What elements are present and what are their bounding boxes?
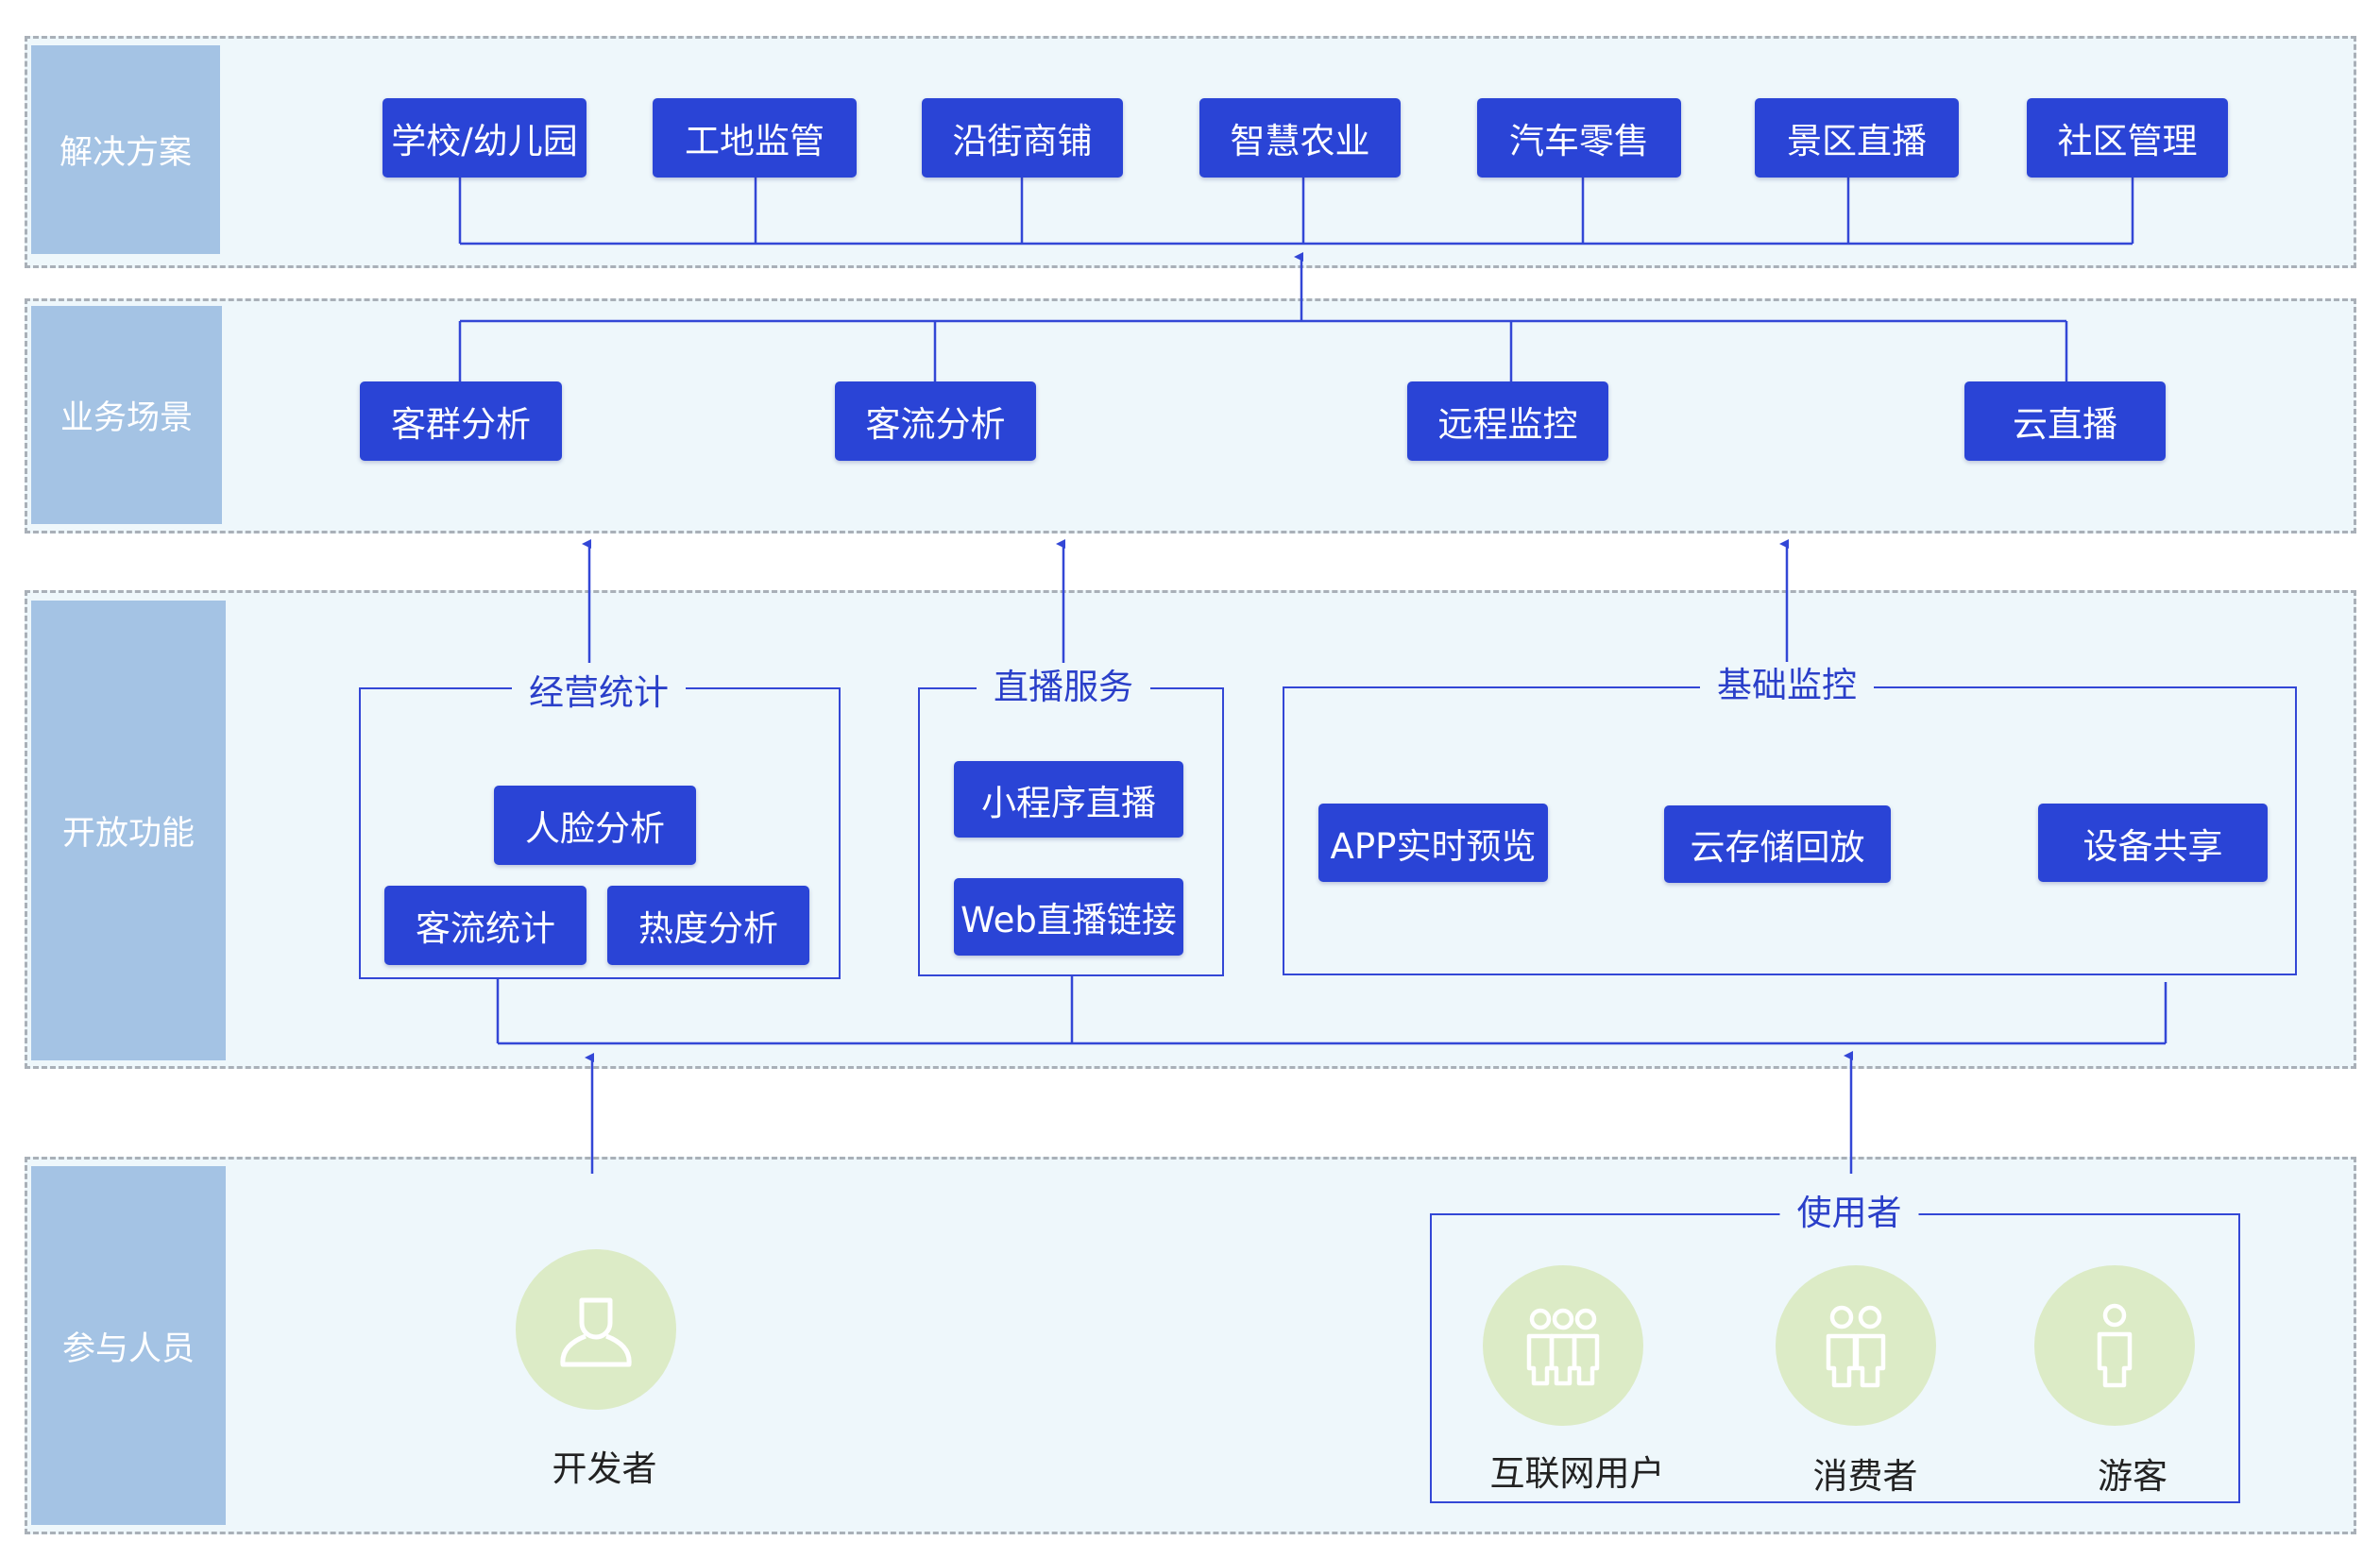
solution-auto-retail[interactable]: 汽车零售 <box>1477 98 1681 178</box>
group-icon <box>1526 1308 1600 1386</box>
feature-heat-analysis[interactable]: 热度分析 <box>607 886 809 965</box>
solution-street-shops[interactable]: 沿街商铺 <box>922 98 1123 178</box>
developer-avatar <box>516 1249 676 1410</box>
group-title-business-stats: 经营统计 <box>512 669 686 717</box>
feature-web-live-link[interactable]: Web直播链接 <box>954 878 1183 956</box>
feature-face-analysis[interactable]: 人脸分析 <box>494 786 696 865</box>
feature-device-sharing[interactable]: 设备共享 <box>2038 804 2268 882</box>
solution-scenic-live[interactable]: 景区直播 <box>1755 98 1959 178</box>
scenario-cloud-live[interactable]: 云直播 <box>1964 381 2166 461</box>
tourist-avatar <box>2034 1265 2195 1426</box>
group-title-live-service: 直播服务 <box>977 664 1150 711</box>
solution-smart-agriculture[interactable]: 智慧农业 <box>1199 98 1401 178</box>
feature-traffic-stats[interactable]: 客流统计 <box>384 886 586 965</box>
scenario-traffic-analysis[interactable]: 客流分析 <box>835 381 1036 461</box>
layer-label-features: 开放功能 <box>31 601 226 1060</box>
tourist-label: 游客 <box>2098 1456 2168 1497</box>
single-person-icon <box>2097 1303 2133 1388</box>
internet-user-label: 互联网用户 <box>1489 1453 1665 1494</box>
scenario-remote-monitoring[interactable]: 远程监控 <box>1407 381 1608 461</box>
feature-mini-program-live[interactable]: 小程序直播 <box>954 761 1183 838</box>
person-icon <box>560 1297 632 1367</box>
layer-solutions <box>25 36 2356 268</box>
feature-app-realtime-preview[interactable]: APP实时预览 <box>1318 804 1548 882</box>
group-title-users: 使用者 <box>1779 1190 1919 1237</box>
solution-community-management[interactable]: 社区管理 <box>2027 98 2228 178</box>
scenario-customer-group-analysis[interactable]: 客群分析 <box>360 381 562 461</box>
solution-school[interactable]: 学校/幼儿园 <box>382 98 586 178</box>
layer-features <box>25 590 2356 1069</box>
couple-icon <box>1826 1305 1886 1388</box>
internet-user-avatar <box>1483 1265 1643 1426</box>
developer-label: 开发者 <box>552 1448 657 1489</box>
consumer-avatar <box>1776 1265 1936 1426</box>
consumer-label: 消费者 <box>1812 1456 1918 1497</box>
layer-label-scenarios: 业务场景 <box>31 306 222 524</box>
feature-cloud-storage-playback[interactable]: 云存储回放 <box>1664 805 1891 883</box>
layer-label-participants: 参与人员 <box>31 1166 226 1525</box>
layer-participants <box>25 1157 2356 1534</box>
solution-construction-site[interactable]: 工地监管 <box>653 98 857 178</box>
layer-label-solutions: 解决方案 <box>31 45 220 254</box>
group-title-basic-monitoring: 基础监控 <box>1700 662 1874 709</box>
